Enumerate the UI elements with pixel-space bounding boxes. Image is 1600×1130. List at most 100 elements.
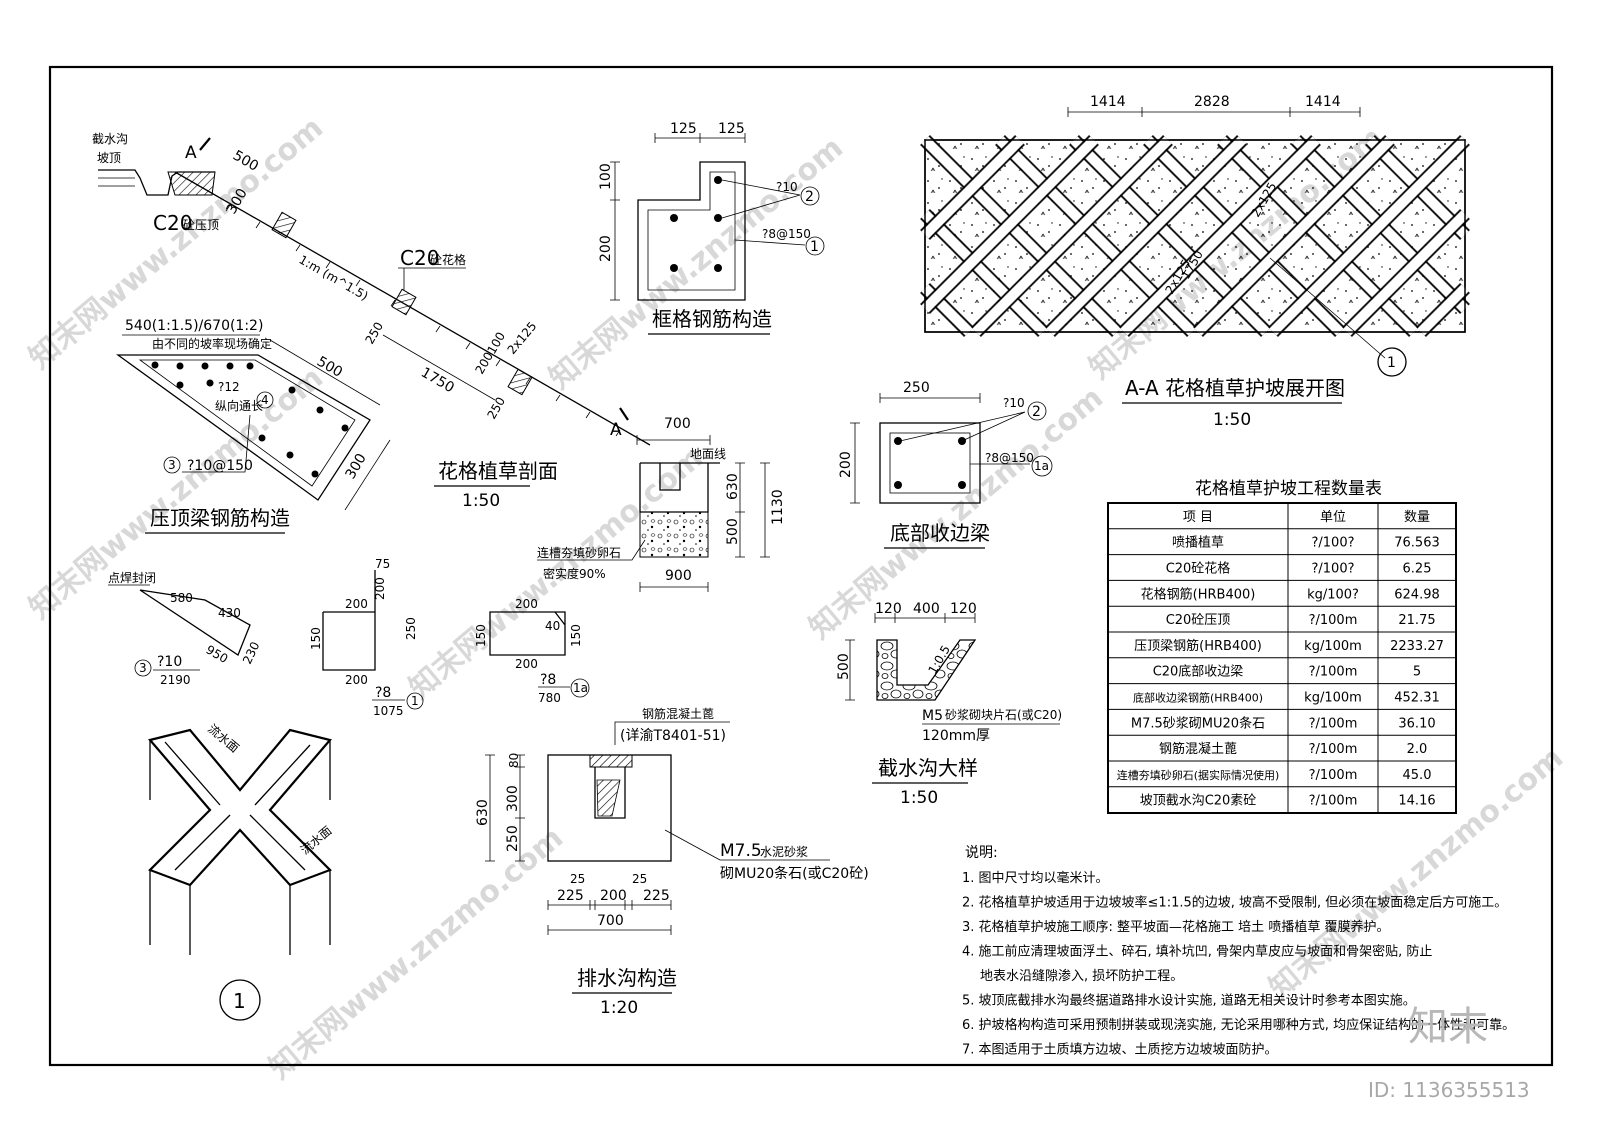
table-cell-unit: kg/100m [1304,639,1362,654]
ditch-detail: 120 400 120 500 1:0.5 M5 砂浆砌块片石(或C20) 12… [836,601,1062,808]
elev-callout-num: 1 [1387,355,1396,371]
drain-vdim [515,754,525,862]
channel-hatch [596,779,621,817]
ground-line-label: 地面线 [690,447,726,461]
s1-num: 1 [411,694,419,708]
grate-hatch [589,754,633,768]
cap-beam-stirrup [138,359,356,487]
note-item: 4. 施工前应清理坡面浮土、碎石, 填补坑凹, 骨架内草皮应与坡面和骨架密贴, … [962,944,1432,960]
dim-line-1130 [760,462,770,558]
cap-dim-line [269,339,381,406]
cap-beam-top-dim: 540(1:1.5)/670(1:2) [125,318,263,334]
drain-ref-note: (详渝T8401-51) [620,728,726,744]
aa-elevation: 1414 2828 1414 1750 2x125 2x125 1 A-A 花格… [920,94,1470,430]
elev-dim-2828: 2828 [1194,94,1230,110]
c20-frame-suffix: 砼花格 [430,252,466,267]
table-cell-item: C20底部收边梁 [1153,664,1244,680]
ditch-thickness: 120mm厚 [922,728,990,744]
watermark-text: 知末网www.znzmo.com [23,360,330,626]
table-cell-unit: ?/100m [1309,716,1358,731]
s1-d200c: 200 [345,673,368,687]
drain-material1: M7.5 [720,841,762,861]
note-item: 5. 坡顶底截排水沟最终据道路排水设计实施, 道路无相关设计时参考本图实施。 [962,993,1416,1009]
table-cell-item: C20砼花格 [1166,561,1231,577]
bb-rebar-num: 2 [1032,404,1041,420]
table-cell-qty: 6.25 [1403,562,1432,577]
rebar-shape-3 [139,589,251,656]
frame-outline [637,161,746,301]
sheet-frame [48,65,1554,1067]
node-channel-lines [164,729,311,871]
dim-250-b: 250 [484,395,508,422]
cap-stirrup-num: 3 [168,458,176,472]
s1-total: 1075 [373,704,404,718]
table-cell-unit: ?/100m [1309,794,1358,809]
cap-beam-rebar: 540(1:1.5)/670(1:2) 由不同的坡率现场确定 ?12 4 纵向通… [115,318,391,534]
elev-frame-grid [920,135,1470,337]
drain-scale: 1:20 [600,998,638,1018]
frame-vdim-line [610,161,620,301]
drain-top-note: 钢筋混凝土蓖 [642,706,714,721]
drain-material2: 砌MU20条石(或C20砼) [720,865,869,882]
elev-callout-circle [1377,347,1407,377]
bb-vdim [850,422,860,504]
ground-hatch [98,177,135,187]
flow-face-label-2: 流水面 [298,823,335,857]
ditch-dim-120a: 120 [875,601,902,617]
compaction-note: 密实度90% [543,566,606,581]
cap-rebar-label: ?12 [218,380,240,394]
dim-line-vert [735,462,745,558]
table-grid [1108,503,1456,813]
rebar-shape-1a [489,611,566,656]
notes: 说明: 1. 图中尺寸均以毫米计。2. 花格植草护坡适用于边坡坡率≤1:1.5的… [962,845,1515,1058]
dim-1750: 1750 [418,365,457,397]
weld-note: 点焊封闭 [108,570,156,585]
elev-dim-1414b: 1414 [1305,94,1341,110]
s3-d950: 950 [204,642,231,666]
frame-rebar-num: 2 [805,189,814,205]
drain-channel [659,463,681,491]
table-cell-item: 底部收边梁钢筋(HRB400) [1133,691,1263,705]
table-cell-qty: 624.98 [1394,587,1440,602]
drain-dim-225b: 225 [643,888,670,904]
brand-watermark: 知末 [1408,1004,1488,1050]
rebar-dot [958,481,966,489]
table-cell-unit: ?/100? [1312,536,1355,551]
ditch-dim-120b: 120 [950,601,977,617]
dim-2x125: 2x125 [505,319,540,357]
num-circle [134,659,152,677]
ditch-hdim [874,613,976,623]
dim-250: 250 [362,320,386,347]
table-cell-unit: ?/100? [1312,562,1355,577]
c20-cap-label: C20 [153,211,192,235]
id-watermark: ID: 1136355513 [1368,1078,1530,1102]
ditch-vdim [845,639,855,701]
ditch-material-suffix: 砂浆砌块片石(或C20) [945,707,1062,722]
bb-title: 底部收边梁 [890,521,990,545]
s1a-label: ?8 [540,672,556,688]
drain-material-leader [664,829,830,861]
rebar-dot [670,214,678,222]
dim-line-700 [636,435,711,445]
table-cell-unit: ?/100m [1309,613,1358,628]
bb-stirrup-label: ?8@150 [985,451,1034,465]
node-vertical-edges [149,740,331,955]
ditch-scale: 1:50 [900,788,938,808]
slope-ticks [225,204,621,437]
num-circle [1027,401,1047,421]
table-cell-item: 坡顶截水沟C20素砼 [1140,794,1257,809]
notes-list: 1. 图中尺寸均以毫米计。2. 花格植草护坡适用于边坡坡率≤1:1.5的边坡, … [962,870,1515,1058]
bb-dim-250: 250 [903,380,930,396]
s3-total: 2190 [160,673,191,687]
label-intercept-ditch: 截水沟 [92,132,128,146]
frame-rebar-title: 框格钢筋构造 [652,307,772,331]
table-cell-qty: 36.10 [1398,716,1435,731]
s3-num: 3 [139,661,147,675]
s1-d250: 250 [404,617,418,640]
table-cell-item: 连槽夯填砂卵石(据实际情况使用) [1117,768,1280,782]
dim-900: 900 [665,568,692,584]
elev-dim-1414a: 1414 [1090,94,1126,110]
num-circle [805,236,825,256]
table-header-cell: 数量 [1404,510,1430,525]
